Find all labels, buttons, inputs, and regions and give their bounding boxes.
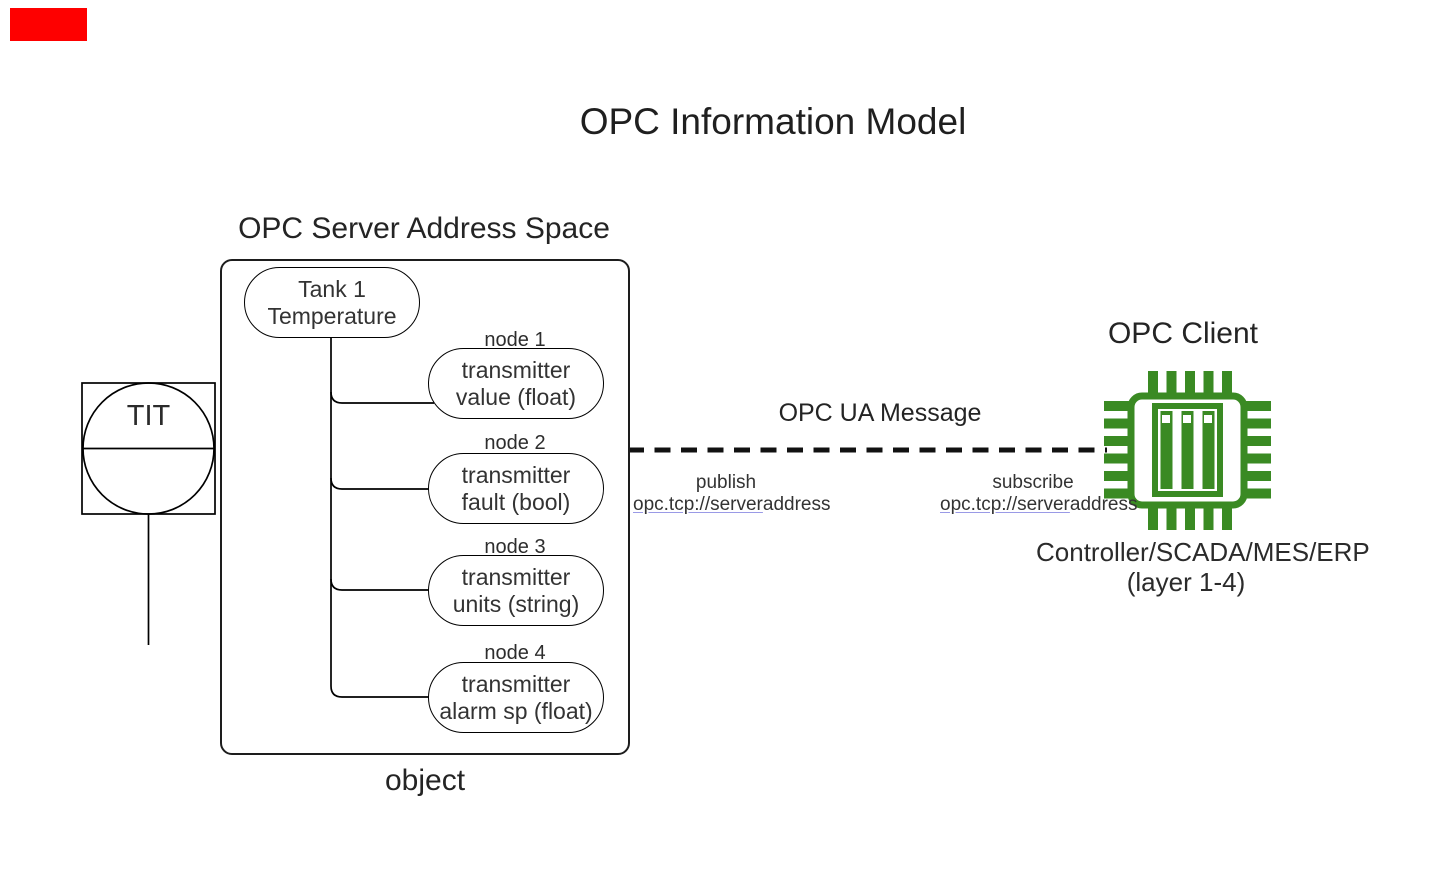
chip-bars: [1160, 411, 1215, 489]
client-caption-line1: Controller/SCADA/MES/ERP: [1036, 537, 1370, 567]
node3-line1: transmitter: [461, 563, 571, 590]
instrument-symbol: [81, 382, 216, 645]
chip-bar-notches: [1162, 415, 1212, 423]
node2-tag: node 2: [484, 432, 546, 454]
subscribe-address-rest: address: [1069, 493, 1138, 515]
publish-address-link[interactable]: opc.tcp://server: [633, 493, 763, 515]
subscribe-action-label: subscribe: [992, 472, 1074, 493]
node3-line2: units (string): [452, 590, 580, 617]
opc-ua-message-label: OPC UA Message: [778, 399, 982, 427]
object-caption: object: [384, 764, 466, 797]
instrument-tag-label: TIT: [126, 400, 171, 432]
node1-oval: transmitter value (float): [428, 348, 604, 419]
node4-oval: transmitter alarm sp (float): [428, 662, 604, 733]
subscribe-address-link[interactable]: opc.tcp://server: [940, 493, 1070, 515]
server-address-space-label: OPC Server Address Space: [238, 212, 610, 245]
node4-line1: transmitter: [461, 670, 571, 697]
node1-tag: node 1: [484, 329, 546, 351]
node3-oval: transmitter units (string): [428, 555, 604, 626]
node1-line1: transmitter: [461, 356, 571, 383]
node2-oval: transmitter fault (bool): [428, 453, 604, 524]
node4-tag: node 4: [484, 642, 546, 664]
tank-temperature-node: Tank 1 Temperature: [244, 267, 420, 338]
client-caption-line2: (layer 1-4): [1126, 567, 1246, 597]
node2-line2: fault (bool): [461, 488, 571, 515]
node1-line2: value (float): [455, 383, 577, 410]
redaction-box: [10, 8, 87, 41]
server-address-space-box: [220, 259, 630, 755]
node4-line2: alarm sp (float): [439, 697, 593, 724]
node2-line1: transmitter: [461, 461, 571, 488]
node3-tag: node 3: [484, 536, 546, 558]
publish-address-rest: address: [762, 493, 831, 515]
subscribe-annotation: subscribe opc.tcp://serveraddress: [940, 472, 1138, 516]
subscribe-address: opc.tcp://serveraddress: [940, 493, 1138, 516]
tank-node-line2: Temperature: [267, 302, 397, 329]
chip-pins: [1104, 371, 1271, 530]
client-caption: Controller/SCADA/MES/ERP (layer 1-4): [1036, 537, 1370, 597]
page-title: OPC Information Model: [579, 101, 967, 142]
publish-action-label: publish: [695, 472, 757, 493]
publish-address: opc.tcp://serveraddress: [633, 493, 831, 516]
tank-node-line1: Tank 1: [298, 275, 366, 302]
tree-connectors: [330, 336, 434, 698]
chip-icon: [1104, 371, 1271, 530]
publish-annotation: publish opc.tcp://serveraddress: [633, 472, 831, 516]
opc-client-label: OPC Client: [1107, 317, 1259, 350]
